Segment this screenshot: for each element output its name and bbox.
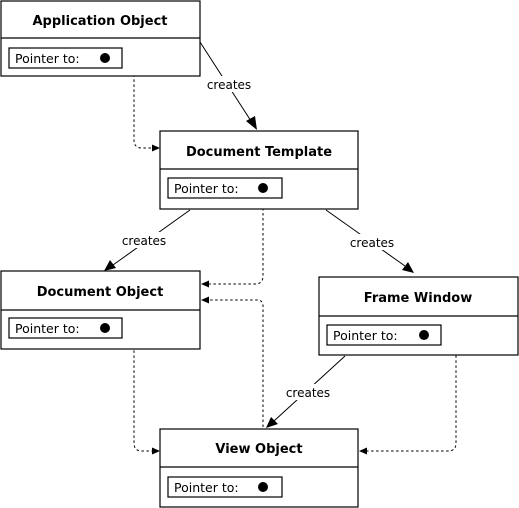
document-object-title: Document Object [37, 285, 164, 300]
arrowhead-frame-to-view [266, 417, 278, 428]
application-pointer-dot [100, 53, 110, 63]
document-pointer-field [8, 317, 123, 339]
arrowhead-template-to-document [104, 260, 116, 271]
application-pointer-field [8, 47, 123, 69]
frame-window-title: Frame Window [364, 291, 472, 306]
document-pointer-label: Pointer to: [15, 321, 80, 336]
label-template-creates-document: creates [122, 234, 166, 248]
node-application-object: Application Object Pointer to: [0, 0, 201, 77]
frame-pointer-dot [419, 330, 429, 340]
pointer-arrowhead-frame-to-view [359, 447, 367, 455]
pointer-arrowhead-app-to-template [152, 144, 160, 152]
template-pointer-dot [258, 183, 268, 193]
pointer-arrowhead-template-to-document [201, 280, 209, 288]
pointer-template-to-document [208, 188, 264, 285]
label-template-creates-frame: creates [350, 236, 394, 250]
application-pointer-label: Pointer to: [15, 51, 80, 66]
creates-edges [104, 41, 414, 428]
arrowhead-app-to-template [246, 116, 257, 130]
creates-labels: creates creates creates creates [119, 76, 397, 400]
template-pointer-field [167, 177, 283, 199]
pointer-arrowhead-view-to-document [201, 296, 209, 304]
view-pointer-label: Pointer to: [174, 480, 239, 495]
frame-pointer-field [326, 324, 442, 346]
view-pointer-field [167, 476, 283, 498]
node-document-template: Document Template Pointer to: [159, 130, 359, 210]
view-object-title: View Object [215, 442, 302, 457]
document-template-title: Document Template [186, 145, 332, 160]
view-pointer-dot [258, 482, 268, 492]
pointer-view-to-document [208, 299, 264, 487]
template-pointer-label: Pointer to: [174, 181, 239, 196]
label-frame-creates-view: creates [286, 386, 330, 400]
node-document-object: Document Object Pointer to: [0, 270, 201, 350]
pointer-arrowhead-document-to-view [152, 447, 160, 455]
frame-pointer-label: Pointer to: [333, 328, 398, 343]
label-app-creates-template: creates [207, 78, 251, 92]
arrowhead-template-to-frame [402, 262, 414, 273]
node-view-object: View Object Pointer to: [159, 428, 359, 508]
application-object-title: Application Object [33, 14, 168, 29]
node-frame-window: Frame Window Pointer to: [318, 276, 519, 356]
document-pointer-dot [100, 323, 110, 333]
pointer-frame-to-view [366, 334, 457, 452]
